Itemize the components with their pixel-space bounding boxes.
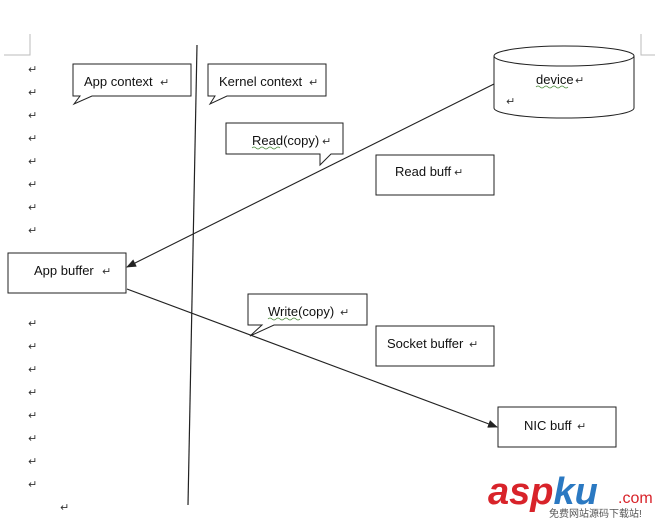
write-copy-callout: Write(copy) ↵ [247,293,368,337]
socket-buffer-label: Socket buffer [387,336,464,351]
nic-buff-label: NIC buff [524,418,572,433]
paragraph-marks: ↵ ↵ ↵ ↵ ↵ ↵ ↵ ↵ ↵ ↵ ↵ ↵ ↵ ↵ ↵ ↵ ↵ [28,63,69,514]
device-label: device [536,72,574,87]
socket-buffer-box: Socket buffer ↵ [375,325,495,367]
watermark-tagline: 免费网站源码下载站! [549,507,642,520]
paragraph-mark: ↵ [28,178,37,191]
kernel-context-callout: Kernel context ↵ [207,63,327,106]
write-arrow [126,288,498,428]
read-copy-callout: Read(copy) ↵ [225,122,344,167]
paragraph-mark: ↵ [28,224,37,237]
read-arrow [126,83,495,268]
svg-text:↵: ↵ [160,76,169,89]
context-divider-line [187,44,198,506]
app-buffer-label: App buffer [34,263,94,278]
write-copy-label: Write(copy) [268,304,334,319]
paragraph-mark: ↵ [28,432,37,445]
svg-text:aspku: aspku [488,471,598,513]
watermark-asp: asp [488,471,553,513]
watermark-logo: aspku .com 免费网站源码下载站! [488,471,653,520]
paragraph-mark: ↵ [28,109,37,122]
app-buffer-box: App buffer ↵ [7,252,127,294]
paragraph-mark: ↵ [28,340,37,353]
watermark-ku: ku [553,471,597,513]
svg-text:↵: ↵ [575,74,584,87]
svg-text:↵: ↵ [102,265,111,278]
svg-text:↵: ↵ [340,306,349,319]
device-cylinder: device ↵ ↵ [493,45,635,119]
watermark-com: .com [618,490,653,507]
svg-text:↵: ↵ [577,420,586,433]
app-context-label: App context [84,74,153,89]
svg-text:↵: ↵ [454,166,463,179]
read-buff-box: Read buff ↵ [375,154,495,196]
nic-buff-box: NIC buff ↵ [497,406,617,448]
kernel-context-label: Kernel context [219,74,302,89]
app-context-callout: App context ↵ [72,63,192,106]
paragraph-mark: ↵ [28,132,37,145]
paragraph-mark: ↵ [28,363,37,376]
read-copy-label: Read(copy) [252,133,319,148]
paragraph-mark: ↵ [28,63,37,76]
paragraph-mark: ↵ [28,386,37,399]
paragraph-mark: ↵ [28,201,37,214]
svg-text:↵: ↵ [469,338,478,351]
svg-text:↵: ↵ [506,95,515,108]
read-buff-label: Read buff [395,164,452,179]
paragraph-mark: ↵ [28,478,37,491]
paragraph-mark: ↵ [28,455,37,468]
page-corner-marks [4,34,655,56]
paragraph-mark: ↵ [60,501,69,514]
paragraph-mark: ↵ [28,155,37,168]
paragraph-mark: ↵ [28,317,37,330]
paragraph-mark: ↵ [28,409,37,422]
svg-text:↵: ↵ [322,135,331,148]
svg-text:↵: ↵ [309,76,318,89]
paragraph-mark: ↵ [28,86,37,99]
